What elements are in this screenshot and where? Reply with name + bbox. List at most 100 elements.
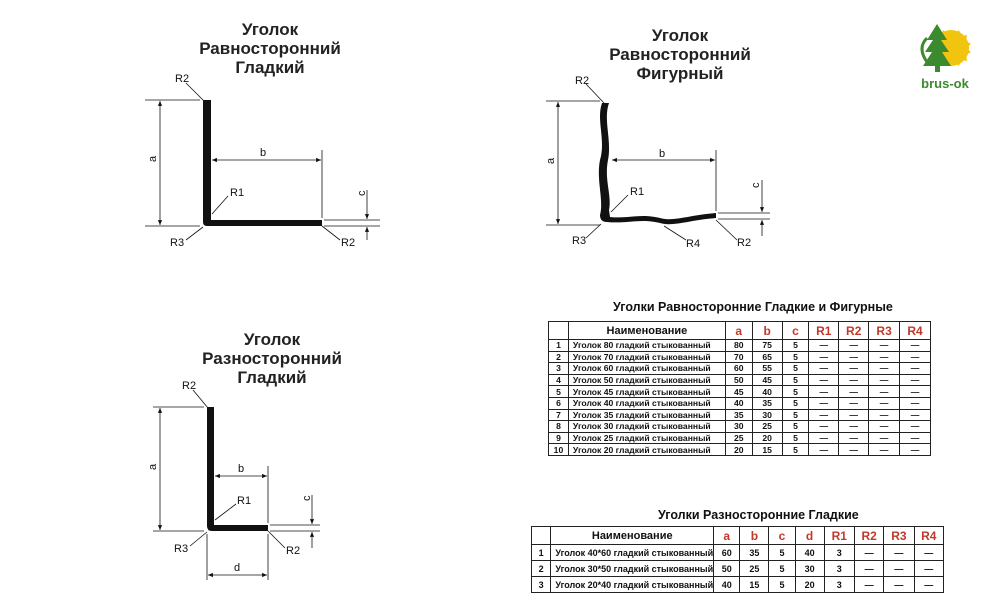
drawing1-title-line1: Уголок xyxy=(241,20,299,39)
table-cell: 35 xyxy=(724,408,753,422)
table-cell: 8 xyxy=(548,420,569,433)
drawing1-title: Уголок Равносторонний Гладкий xyxy=(180,20,360,77)
table-cell-name: Уголок 35 гладкий стыкованный xyxy=(567,408,726,422)
drawing3-profile xyxy=(153,389,320,580)
drawing1-label-b: b xyxy=(260,147,266,159)
table-cell: — xyxy=(808,385,840,398)
table-cell-name: Уголок 20 гладкий стыкованный xyxy=(567,443,726,456)
table-cell: 1 xyxy=(548,339,569,352)
table-cell: — xyxy=(913,576,945,593)
table-cell: 20 xyxy=(794,576,825,593)
table-cell: — xyxy=(899,396,931,410)
table-cell: — xyxy=(868,350,901,364)
drawing2-label-b: b xyxy=(659,148,665,160)
table2-header-cell: R2 xyxy=(853,526,885,545)
logo-icon xyxy=(920,24,971,72)
table-cell: — xyxy=(853,576,885,593)
table-cell: — xyxy=(838,385,870,398)
table-cell: 60 xyxy=(724,362,753,375)
table-cell: — xyxy=(838,443,870,456)
table-cell: — xyxy=(808,373,840,387)
drawing2-profile xyxy=(546,83,770,241)
table-cell: 7 xyxy=(548,408,569,422)
table-cell: 5 xyxy=(781,420,810,433)
table2-header-cell: c xyxy=(768,526,796,545)
table2-header-cell xyxy=(530,526,552,545)
drawing3-label-c: c xyxy=(301,495,313,501)
table-cell: 25 xyxy=(739,560,770,577)
table-cell: 3 xyxy=(823,576,855,593)
table-cell: 10 xyxy=(548,443,569,456)
table-cell: 3 xyxy=(823,544,855,561)
drawing3-label-r2-top: R2 xyxy=(182,380,196,392)
table-cell: 5 xyxy=(781,396,810,410)
table-cell: — xyxy=(808,431,840,445)
table-cell-name: Уголок 25 гладкий стыкованный xyxy=(567,431,726,445)
table-cell: — xyxy=(899,373,931,387)
table-cell-name: Уголок 20*40 гладкий стыкованный xyxy=(550,576,715,593)
table-cell: 1 xyxy=(530,544,552,561)
table1-header-cell: b xyxy=(751,321,783,340)
table-cell: — xyxy=(808,408,840,422)
table-cell: 5 xyxy=(768,576,796,593)
drawing1-title-line3: Гладкий xyxy=(235,58,305,77)
drawing1-label-r3: R3 xyxy=(170,237,184,249)
table-cell: 3 xyxy=(548,362,569,375)
table-cell: — xyxy=(868,373,901,387)
table2-header-cell: Наименование xyxy=(550,526,715,545)
table-cell: 25 xyxy=(724,431,753,445)
drawing3-label-r2-bottom: R2 xyxy=(286,545,300,557)
table-cell: — xyxy=(868,408,901,422)
table-cell: — xyxy=(883,560,915,577)
table2-header-cell: a xyxy=(713,526,741,545)
drawing1-profile xyxy=(145,82,380,241)
table-cell: — xyxy=(868,420,901,433)
table-cell: 15 xyxy=(751,443,783,456)
table-cell: 55 xyxy=(751,362,783,375)
table-cell: 35 xyxy=(751,396,783,410)
table-cell: 40 xyxy=(713,576,741,593)
table-cell: 45 xyxy=(724,385,753,398)
table-cell: — xyxy=(838,362,870,375)
table-cell: — xyxy=(899,350,931,364)
table-cell: — xyxy=(868,385,901,398)
drawing3-label-r3: R3 xyxy=(174,543,188,555)
table-cell: — xyxy=(868,431,901,445)
table-cell: — xyxy=(913,544,945,561)
table-cell: — xyxy=(838,396,870,410)
table-cell: 5 xyxy=(781,385,810,398)
drawing3-title-line2: Разносторонний xyxy=(202,349,342,368)
table-cell: 5 xyxy=(768,544,796,561)
table-cell: 3 xyxy=(823,560,855,577)
table-cell: — xyxy=(838,350,870,364)
table1-header-cell: c xyxy=(781,321,810,340)
table-cell: 5 xyxy=(781,431,810,445)
drawing3-title-line1: Уголок xyxy=(243,330,301,349)
drawing2-label-c: c xyxy=(750,182,762,188)
table-cell: — xyxy=(838,408,870,422)
drawing1-label-r1: R1 xyxy=(230,187,244,199)
table-cell: 30 xyxy=(794,560,825,577)
table1-header-cell: R3 xyxy=(868,321,901,340)
table-cell: — xyxy=(808,396,840,410)
table-cell: — xyxy=(899,339,931,352)
drawing2-label-r3: R3 xyxy=(572,235,586,247)
table-cell: 40 xyxy=(724,396,753,410)
drawing2-title-line1: Уголок xyxy=(651,26,709,45)
table1-header-cell: R2 xyxy=(838,321,870,340)
table-cell-name: Уголок 30 гладкий стыкованный xyxy=(567,420,726,433)
